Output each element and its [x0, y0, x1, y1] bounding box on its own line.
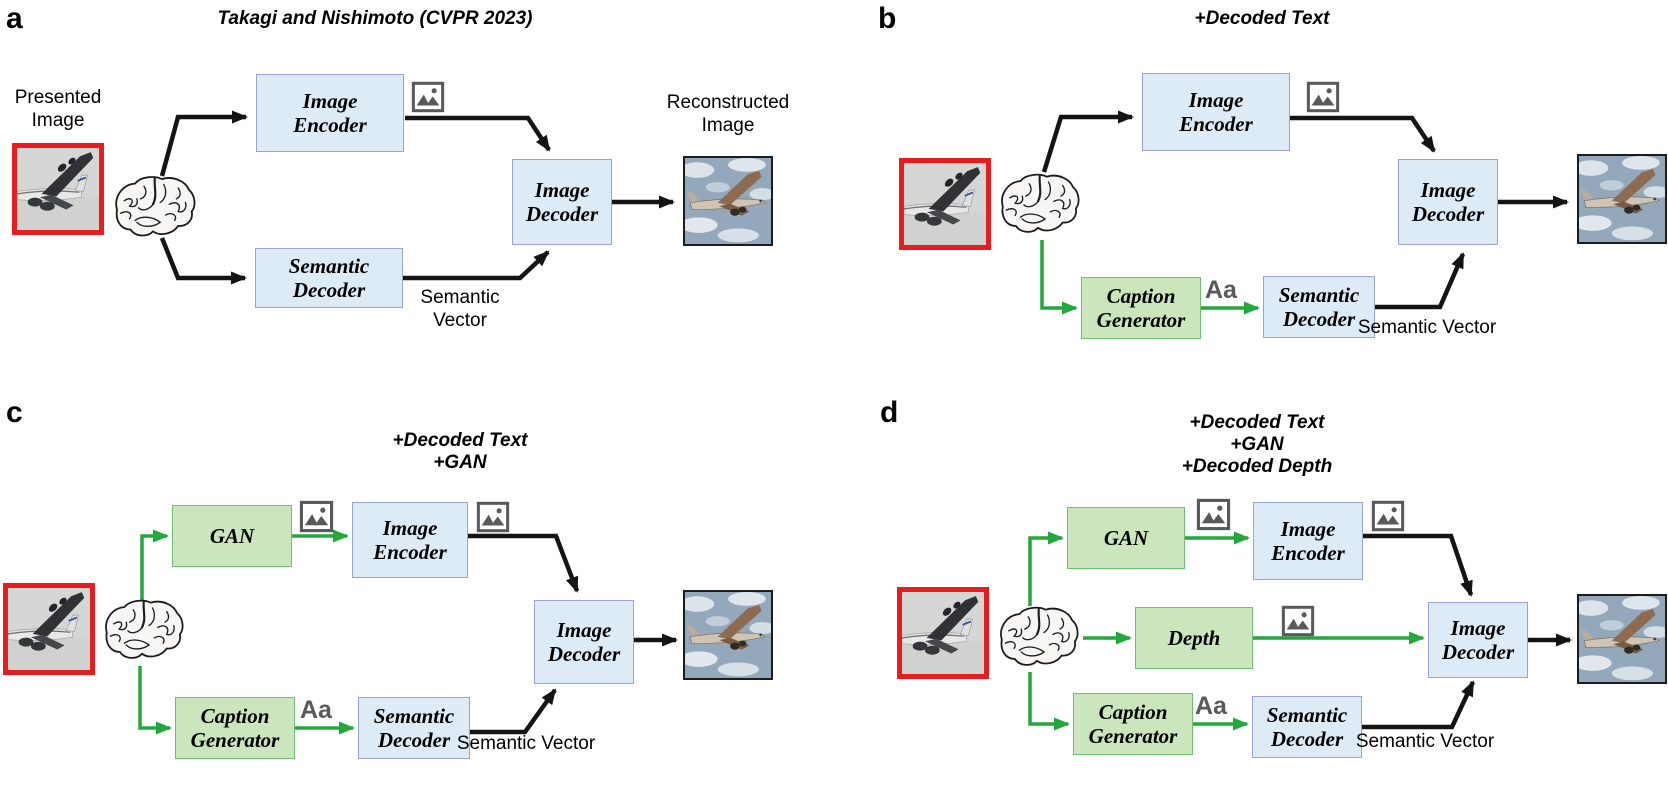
semantic-decoder-box: Semantic Decoder: [1252, 696, 1362, 758]
image-icon: [1371, 499, 1405, 533]
arrow-semantic-to-decoder: [1375, 252, 1466, 310]
image-encoder-box: Image Encoder: [256, 74, 404, 152]
arrow-semantic-to-decoder: [403, 250, 550, 281]
gan-label: GAN: [1103, 526, 1149, 550]
image-encoder-label: Image Encoder: [293, 89, 367, 137]
semantic-decoder-label: Semantic Decoder: [373, 704, 455, 752]
reconstructed-image: [683, 156, 773, 246]
arrow-encoder-to-decoder: [1290, 115, 1436, 153]
image-icon: [299, 499, 334, 534]
brain-icon: [108, 172, 198, 242]
image-decoder-box: Image Decoder: [1398, 159, 1498, 245]
arrow-brain-to-caption: [138, 666, 172, 735]
panel-letter: c: [6, 396, 23, 429]
image-icon: [1196, 497, 1231, 532]
image-encoder-box: Image Encoder: [1253, 502, 1363, 580]
image-icon: [476, 500, 510, 534]
gan-label: GAN: [209, 524, 255, 548]
gan-box: GAN: [1067, 507, 1185, 569]
caption-generator-box: Caption Generator: [1073, 693, 1193, 755]
image-decoder-box: Image Decoder: [1428, 602, 1528, 678]
caption-generator-box: Caption Generator: [175, 697, 295, 759]
panel-title-line: +GAN: [433, 452, 487, 473]
panel-title: +Decoded Text +GAN: [310, 430, 610, 474]
image-encoder-label: Image Encoder: [1271, 517, 1345, 565]
image-encoder-box: Image Encoder: [1142, 73, 1290, 151]
arrow-brain-to-gan: [140, 529, 169, 600]
panel-title-line: +Decoded Text: [392, 430, 528, 451]
arrow-brain-to-semantic-decoder: [159, 237, 247, 285]
text-Aa-icon: Aa: [1205, 276, 1237, 304]
semantic-decoder-box: Semantic Decoder: [358, 697, 470, 759]
image-decoder-label: Image Decoder: [1441, 616, 1515, 664]
semantic-decoder-label: Semantic Decoder: [1278, 283, 1360, 331]
semantic-decoder-label: Semantic Decoder: [288, 254, 370, 302]
semantic-vector-label: Semantic Vector: [420, 287, 500, 331]
image-decoder-box: Image Decoder: [512, 159, 612, 245]
text-Aa-icon: Aa: [300, 696, 332, 724]
arrow-brain-to-caption: [1028, 672, 1070, 731]
image-encoder-label: Image Encoder: [1179, 88, 1253, 136]
semantic-decoder-label: Semantic Decoder: [1266, 703, 1348, 751]
semantic-decoder-box: Semantic Decoder: [1263, 276, 1375, 338]
presented-image: [3, 583, 95, 675]
caption-generator-label: Caption Generator: [190, 704, 280, 752]
image-decoder-box: Image Decoder: [534, 600, 634, 684]
brain-icon: [993, 603, 1081, 671]
presented-image: [899, 158, 991, 250]
semantic-vector-label: Semantic Vector: [1355, 731, 1495, 752]
brain-icon: [994, 170, 1082, 238]
image-icon: [1281, 604, 1315, 638]
panel-letter: a: [6, 2, 23, 35]
arrow-brain-to-encoder: [1041, 110, 1134, 173]
panel-d: d +Decoded Text +GAN +Decoded Depth GAN …: [834, 360, 1668, 786]
panel-title-line: +GAN: [1230, 434, 1284, 455]
text-Aa-icon: Aa: [1195, 692, 1227, 720]
arrow-encoder-to-decoder: [1363, 533, 1474, 597]
panel-letter: d: [880, 396, 899, 429]
image-icon: [411, 80, 445, 114]
semantic-vector-label: Semantic Vector: [456, 733, 596, 754]
caption-generator-label: Caption Generator: [1088, 700, 1178, 748]
arrow-semantic-to-decoder: [1362, 680, 1476, 730]
image-decoder-label: Image Decoder: [1411, 178, 1485, 226]
caption-generator-box: Caption Generator: [1081, 277, 1201, 339]
gan-box: GAN: [172, 505, 292, 567]
panel-title-line: +Decoded Text: [1189, 412, 1325, 433]
reconstructed-image-label: Reconstructed Image: [666, 92, 790, 136]
image-decoder-label: Image Decoder: [525, 178, 599, 226]
panel-title: Takagi and Nishimoto (CVPR 2023): [217, 8, 533, 29]
image-decoder-label: Image Decoder: [547, 618, 621, 666]
image-icon: [1306, 80, 1340, 114]
semantic-vector-label: Semantic Vector: [1357, 317, 1497, 338]
panel-title: +Decoded Text +GAN +Decoded Depth: [1104, 412, 1410, 478]
panel-title: +Decoded Text: [1194, 8, 1330, 29]
semantic-decoder-box: Semantic Decoder: [255, 248, 403, 308]
reconstructed-image: [1577, 154, 1667, 244]
panel-title-line: +Decoded Depth: [1181, 456, 1333, 477]
panel-a: a Takagi and Nishimoto (CVPR 2023) Prese…: [0, 0, 834, 360]
arrow-brain-to-gan: [1028, 531, 1064, 606]
caption-generator-label: Caption Generator: [1096, 284, 1186, 332]
presented-image: [12, 143, 104, 235]
presented-image-label: Presented Image: [14, 87, 102, 131]
panel-b: b +Decoded Text Image Encoder Image Deco…: [834, 0, 1668, 360]
panel-c: c +Decoded Text +GAN GAN Image Encoder I…: [0, 360, 834, 786]
presented-image: [897, 587, 989, 679]
depth-box: Depth: [1135, 607, 1253, 669]
reconstructed-image: [683, 590, 773, 680]
arrow-brain-to-encoder: [159, 110, 248, 177]
arrow-semantic-to-decoder: [470, 688, 557, 735]
panel-letter: b: [878, 2, 897, 35]
arrow-encoder-to-decoder: [468, 533, 580, 593]
reconstructed-image: [1577, 594, 1667, 684]
brain-icon: [98, 596, 186, 664]
image-encoder-box: Image Encoder: [352, 502, 468, 578]
depth-label: Depth: [1167, 626, 1221, 650]
arrow-brain-to-caption: [1040, 240, 1078, 315]
image-encoder-label: Image Encoder: [373, 516, 447, 564]
arrow-encoder-to-decoder: [405, 115, 551, 152]
